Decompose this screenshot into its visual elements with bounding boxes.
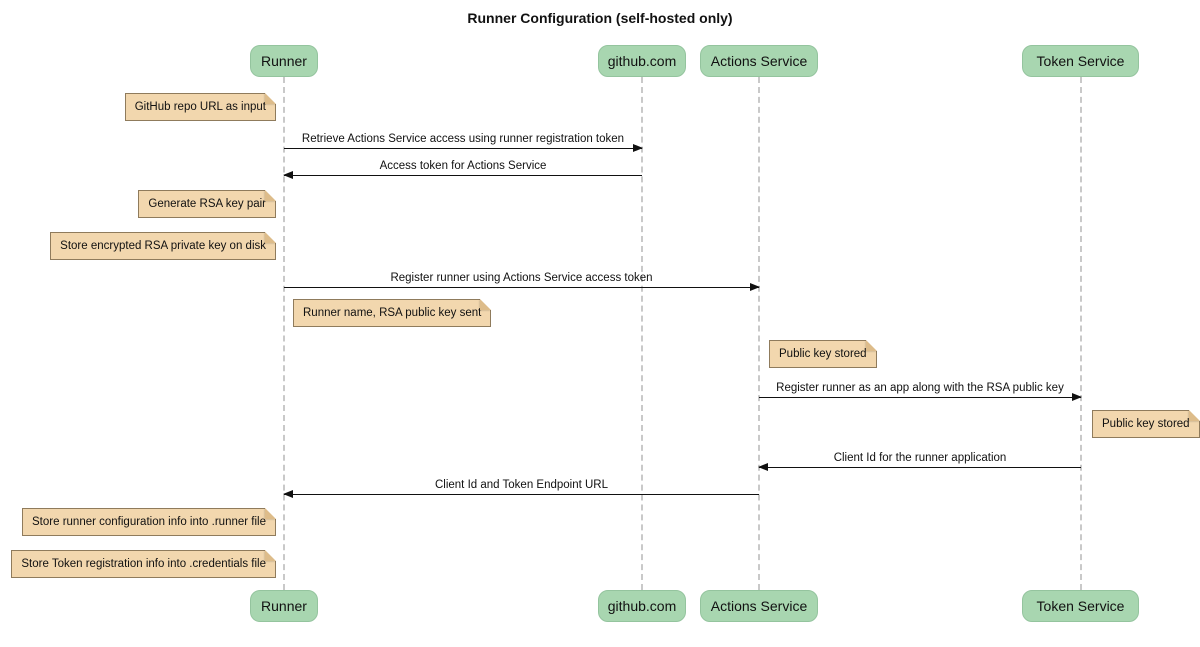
message-label: Access token for Actions Service <box>379 160 547 172</box>
message-arrow-line <box>283 490 759 498</box>
message-access-token: Access token for Actions Service <box>283 160 642 179</box>
message-arrow-line <box>759 393 1082 401</box>
message-arrow-line <box>758 463 1081 471</box>
participant-actions-service-top: Actions Service <box>700 45 818 77</box>
participant-github-bottom: github.com <box>598 590 686 622</box>
arrowhead-right-icon <box>633 144 643 152</box>
note-store-runner-file: Store runner configuration info into .ru… <box>22 508 276 536</box>
arrowhead-left-icon <box>758 463 768 471</box>
message-client-id-runner-app: Client Id for the runner application <box>758 452 1081 471</box>
participant-token-service-top: Token Service <box>1022 45 1139 77</box>
message-label: Register runner as an app along with the… <box>776 382 1064 394</box>
arrowhead-right-icon <box>1072 393 1082 401</box>
message-label: Client Id for the runner application <box>833 452 1007 464</box>
message-label: Retrieve Actions Service access using ru… <box>301 133 625 145</box>
note-runner-name-sent: Runner name, RSA public key sent <box>293 299 492 327</box>
message-arrow-line <box>283 171 642 179</box>
note-public-key-stored-actions: Public key stored <box>769 340 877 368</box>
participant-runner-bottom: Runner <box>250 590 318 622</box>
lifeline-github <box>641 77 643 590</box>
lifeline-token-service <box>1080 77 1082 590</box>
message-retrieve-actions-access: Retrieve Actions Service access using ru… <box>284 133 643 152</box>
message-register-runner: Register runner using Actions Service ac… <box>284 272 760 291</box>
participant-github-top: github.com <box>598 45 686 77</box>
arrowhead-left-icon <box>283 171 293 179</box>
message-arrow-line <box>284 283 760 291</box>
participant-actions-service-bottom: Actions Service <box>700 590 818 622</box>
note-public-key-stored-token: Public key stored <box>1092 410 1200 438</box>
message-label: Client Id and Token Endpoint URL <box>434 479 609 491</box>
message-client-id-endpoint: Client Id and Token Endpoint URL <box>283 479 759 498</box>
arrowhead-left-icon <box>283 490 293 498</box>
arrowhead-right-icon <box>750 283 760 291</box>
note-github-repo-url: GitHub repo URL as input <box>124 93 277 121</box>
message-register-runner-app: Register runner as an app along with the… <box>759 382 1082 401</box>
message-arrow-line <box>284 144 643 152</box>
participant-runner-top: Runner <box>250 45 318 77</box>
participant-token-service-bottom: Token Service <box>1022 590 1139 622</box>
note-generate-rsa-key: Generate RSA key pair <box>138 190 276 218</box>
lifeline-actions-service <box>758 77 760 590</box>
message-label: Register runner using Actions Service ac… <box>390 272 653 284</box>
note-store-private-key: Store encrypted RSA private key on disk <box>50 232 276 260</box>
note-store-credentials-file: Store Token registration info into .cred… <box>11 550 276 578</box>
diagram-title: Runner Configuration (self-hosted only) <box>467 10 733 26</box>
lifeline-runner <box>283 77 285 590</box>
